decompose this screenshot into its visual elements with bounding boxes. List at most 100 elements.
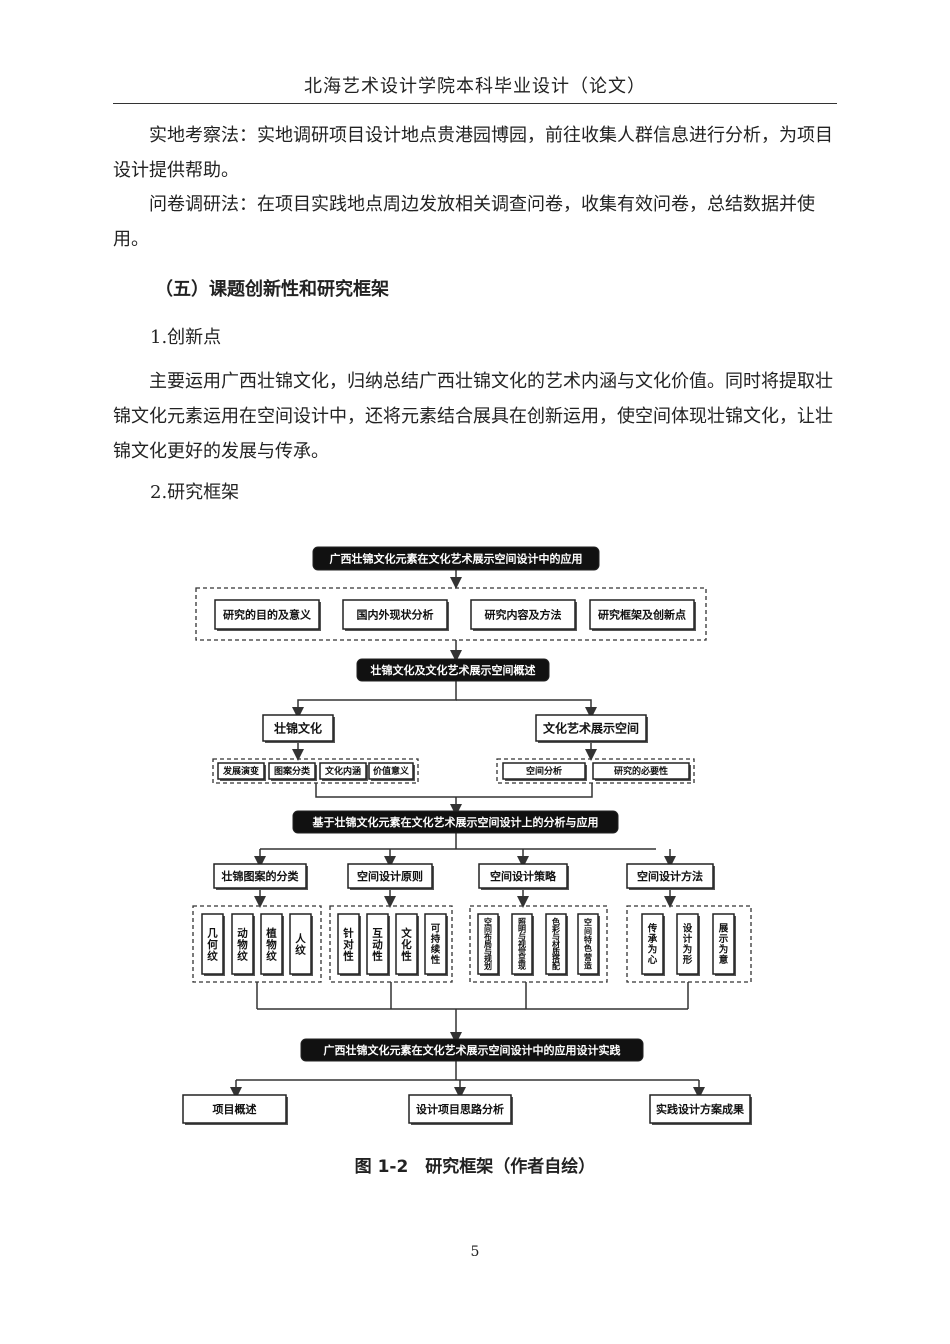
- svg-text:与: 与: [552, 931, 560, 941]
- left-item-2: 文化内涵: [319, 762, 368, 781]
- svg-text:为: 为: [683, 944, 693, 956]
- svg-text:局: 局: [483, 940, 492, 949]
- svg-text:空间设计策略: 空间设计策略: [490, 869, 557, 883]
- right-item-1: 研究的必要性: [592, 762, 691, 781]
- svg-text:实践设计方案成果: 实践设计方案成果: [656, 1102, 744, 1116]
- svg-text:文化艺术展示空间: 文化艺术展示空间: [543, 720, 639, 735]
- svg-text:营: 营: [584, 952, 592, 962]
- svg-text:色: 色: [552, 917, 560, 927]
- svg-text:形: 形: [683, 954, 693, 966]
- paragraph-innovation: 主要运用广西壮锦文化，归纳总结广西壮锦文化的艺术内涵与文化价值。同时将提取壮锦文…: [113, 371, 833, 462]
- svg-text:布: 布: [483, 931, 492, 941]
- figure-caption: 图 1-2 研究框架（作者自绘）: [354, 1157, 596, 1177]
- category-heading-2: 空间设计策略: [478, 863, 569, 890]
- svg-text:人: 人: [295, 932, 306, 945]
- bottom-item-1: 设计项目思路分析: [408, 1094, 513, 1125]
- svg-text:化: 化: [401, 938, 412, 951]
- page-number: 5: [470, 1244, 480, 1260]
- svg-text:植: 植: [265, 926, 277, 939]
- right-items-group: [496, 758, 695, 784]
- row1-item-3: 研究框架及创新点: [589, 599, 696, 631]
- svg-text:造: 造: [584, 961, 592, 971]
- svg-text:性: 性: [431, 954, 441, 966]
- svg-text:研究的目的及意义: 研究的目的及意义: [223, 607, 312, 621]
- svg-text:搭: 搭: [552, 954, 561, 964]
- svg-text:图案分类: 图案分类: [274, 765, 311, 777]
- left-heading: 壮锦文化: [262, 714, 335, 743]
- svg-text:何: 何: [207, 938, 218, 951]
- analysis-box: 基于壮锦文化元素在文化艺术展示空间设计上的分析与应用: [292, 810, 619, 834]
- svg-text:空间分析: 空间分析: [526, 765, 562, 777]
- svg-text:空间设计方法: 空间设计方法: [637, 869, 703, 883]
- svg-text:研究框架及创新点: 研究框架及创新点: [598, 607, 686, 621]
- svg-text:互: 互: [372, 927, 383, 939]
- running-header: 北海艺术设计学院本科毕业设计（论文）: [304, 76, 646, 97]
- svg-text:特: 特: [584, 935, 592, 945]
- svg-text:与: 与: [518, 931, 526, 941]
- paragraph-field-method: 实地考察法：实地调研项目设计地点贵港园博园，前往收集人群信息进行分析，为项目设计…: [113, 125, 833, 181]
- svg-text:持: 持: [431, 933, 441, 945]
- svg-text:为: 为: [719, 944, 729, 956]
- svg-text:性: 性: [343, 949, 354, 962]
- svg-text:间: 间: [484, 924, 492, 934]
- svg-text:示: 示: [719, 934, 729, 945]
- svg-text:可: 可: [431, 924, 441, 935]
- row1-item-2: 研究内容及方法: [470, 599, 577, 631]
- category-1-item-0: 针对性: [337, 913, 361, 976]
- svg-text:展: 展: [719, 924, 729, 935]
- category-group-3: [626, 905, 752, 983]
- svg-text:传: 传: [647, 923, 658, 935]
- category-group-1: [329, 905, 453, 983]
- category-1-item-1: 互动性: [366, 913, 390, 976]
- category-group-2: [469, 905, 608, 983]
- svg-text:性: 性: [401, 949, 412, 962]
- svg-text:文化内涵: 文化内涵: [324, 765, 361, 777]
- bottom-item-2: 实践设计方案成果: [649, 1094, 752, 1125]
- svg-text:色: 色: [584, 943, 592, 953]
- row1-item-0: 研究的目的及意义: [214, 599, 321, 631]
- svg-text:为: 为: [648, 944, 658, 956]
- left-item-3: 价值意义: [368, 762, 415, 781]
- paragraph-survey-method: 问卷调研法：在项目实践地点周边发放相关调查问卷，收集有效问卷，总结数据并使用。: [113, 194, 815, 250]
- svg-text:研究的必要性: 研究的必要性: [614, 765, 668, 777]
- svg-text:对: 对: [343, 938, 354, 951]
- subheading-innovation: 1.创新点: [150, 327, 222, 348]
- left-item-1: 图案分类: [268, 762, 317, 781]
- left-item-0: 发展演变: [217, 762, 266, 781]
- category-heading-0: 壮锦图案的分类: [213, 863, 308, 890]
- svg-text:设计项目思路分析: 设计项目思路分析: [416, 1102, 504, 1116]
- svg-text:研究内容及方法: 研究内容及方法: [485, 607, 562, 621]
- section-heading: （五）课题创新性和研究框架: [155, 279, 389, 300]
- svg-text:规: 规: [484, 954, 492, 964]
- svg-text:材: 材: [552, 939, 560, 949]
- svg-text:视: 视: [518, 939, 526, 949]
- subheading-framework: 2.研究框架: [150, 482, 240, 503]
- svg-text:价值意义: 价值意义: [373, 765, 410, 777]
- right-heading: 文化艺术展示空间: [535, 714, 648, 743]
- svg-text:基于壮锦文化元素在文化艺术展示空间设计上的分析与应用: 基于壮锦文化元素在文化艺术展示空间设计上的分析与应用: [312, 815, 599, 829]
- svg-text:彩: 彩: [551, 924, 560, 934]
- svg-text:性: 性: [372, 949, 383, 962]
- svg-text:动: 动: [237, 926, 248, 939]
- left-items-group: [212, 758, 419, 784]
- svg-text:发展演变: 发展演变: [222, 765, 259, 777]
- svg-text:纹: 纹: [295, 944, 306, 957]
- svg-text:动: 动: [372, 938, 383, 951]
- row1-item-1: 国内外现状分析: [342, 599, 449, 631]
- diagram-title: 广西壮锦文化元素在文化艺术展示空间设计中的应用: [312, 546, 600, 571]
- svg-text:续: 续: [431, 944, 441, 956]
- svg-text:广西壮锦文化元素在文化艺术展示空间设计中的应用: 广西壮锦文化元素在文化艺术展示空间设计中的应用: [330, 551, 583, 565]
- svg-text:空间设计原则: 空间设计原则: [357, 869, 423, 883]
- svg-text:国内外现状分析: 国内外现状分析: [357, 607, 434, 621]
- svg-text:配: 配: [552, 962, 560, 971]
- practice-box: 广西壮锦文化元素在文化艺术展示空间设计中的应用设计实践: [300, 1038, 644, 1062]
- svg-text:质: 质: [552, 946, 560, 956]
- svg-text:壮锦文化: 壮锦文化: [274, 720, 322, 735]
- svg-text:设: 设: [683, 923, 693, 935]
- svg-text:空: 空: [584, 917, 592, 927]
